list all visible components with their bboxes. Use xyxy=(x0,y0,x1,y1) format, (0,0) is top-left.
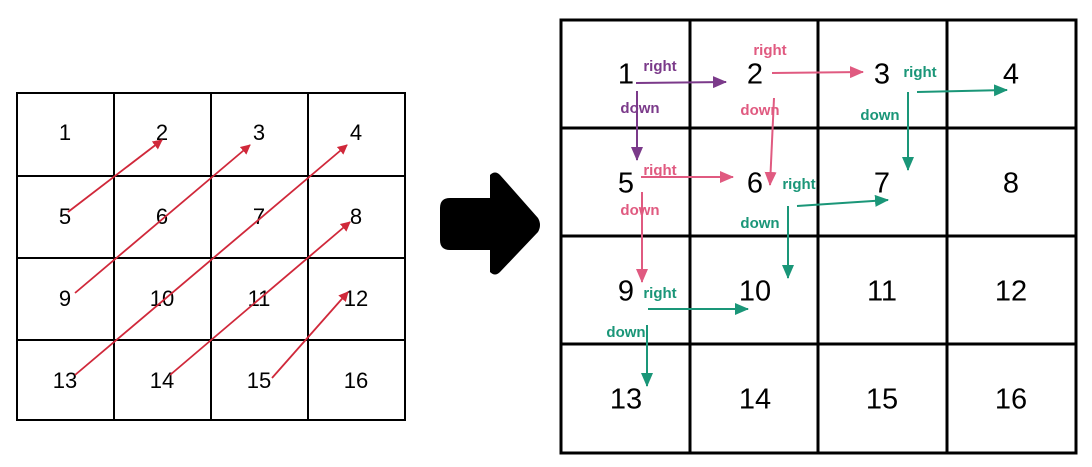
cell-number: 3 xyxy=(253,120,265,145)
cell-number: 15 xyxy=(247,368,271,393)
purple-arrows xyxy=(631,76,727,161)
cell-number: 8 xyxy=(1003,168,1019,200)
cell-number: 3 xyxy=(874,59,890,91)
diagonal-arrow xyxy=(74,144,348,376)
right-label: right xyxy=(753,42,786,59)
right-arrow xyxy=(771,66,864,79)
cell-number: 5 xyxy=(618,168,634,200)
down-label: down xyxy=(606,324,645,341)
teal-arrows xyxy=(641,84,1008,387)
cell-number: 13 xyxy=(610,384,642,416)
down-label: down xyxy=(740,102,779,119)
cell-number: 7 xyxy=(874,168,890,200)
cell-number: 12 xyxy=(995,276,1027,308)
right-arrow xyxy=(916,84,1008,97)
right-label: right xyxy=(643,162,676,179)
pink-arrows xyxy=(636,66,864,283)
cell-number: 10 xyxy=(150,286,174,311)
transform-arrow-icon xyxy=(440,172,540,275)
cell-number: 1 xyxy=(59,120,71,145)
cell-number: 15 xyxy=(866,384,898,416)
cell-number: 11 xyxy=(867,276,897,308)
cell-number: 8 xyxy=(350,204,362,229)
down-label: down xyxy=(620,202,659,219)
down-label: down xyxy=(740,215,779,232)
cell-number: 4 xyxy=(350,120,362,145)
down-label: down xyxy=(860,107,899,124)
diagonal-arrows xyxy=(67,139,351,379)
right-arrow xyxy=(796,194,889,207)
cell-number: 5 xyxy=(59,204,71,229)
cell-number: 12 xyxy=(344,286,368,311)
cell-number: 13 xyxy=(53,368,77,393)
right-label: right xyxy=(903,64,936,81)
right-label: right xyxy=(782,176,815,193)
down-label: down xyxy=(620,100,659,117)
diagonal-arrow xyxy=(67,139,163,213)
cell-number: 10 xyxy=(739,276,771,308)
diagonal-arrow xyxy=(74,144,251,294)
cell-number: 4 xyxy=(1003,59,1019,91)
right-arrow xyxy=(635,76,727,89)
cell-number: 14 xyxy=(150,368,174,393)
cell-number: 2 xyxy=(156,120,168,145)
diagonal-arrow xyxy=(271,291,349,379)
right-label: right xyxy=(643,285,676,302)
cell-number: 9 xyxy=(618,276,634,308)
cell-number: 14 xyxy=(739,384,771,416)
down-arrow xyxy=(764,97,777,186)
cell-number: 2 xyxy=(747,59,763,91)
right-label: right xyxy=(643,58,676,75)
cell-number: 16 xyxy=(995,384,1027,416)
cell-number: 16 xyxy=(344,368,368,393)
diagonal-arrow xyxy=(169,221,351,376)
cell-number: 9 xyxy=(59,286,71,311)
cell-number: 1 xyxy=(618,59,634,91)
cell-number: 6 xyxy=(747,168,763,200)
